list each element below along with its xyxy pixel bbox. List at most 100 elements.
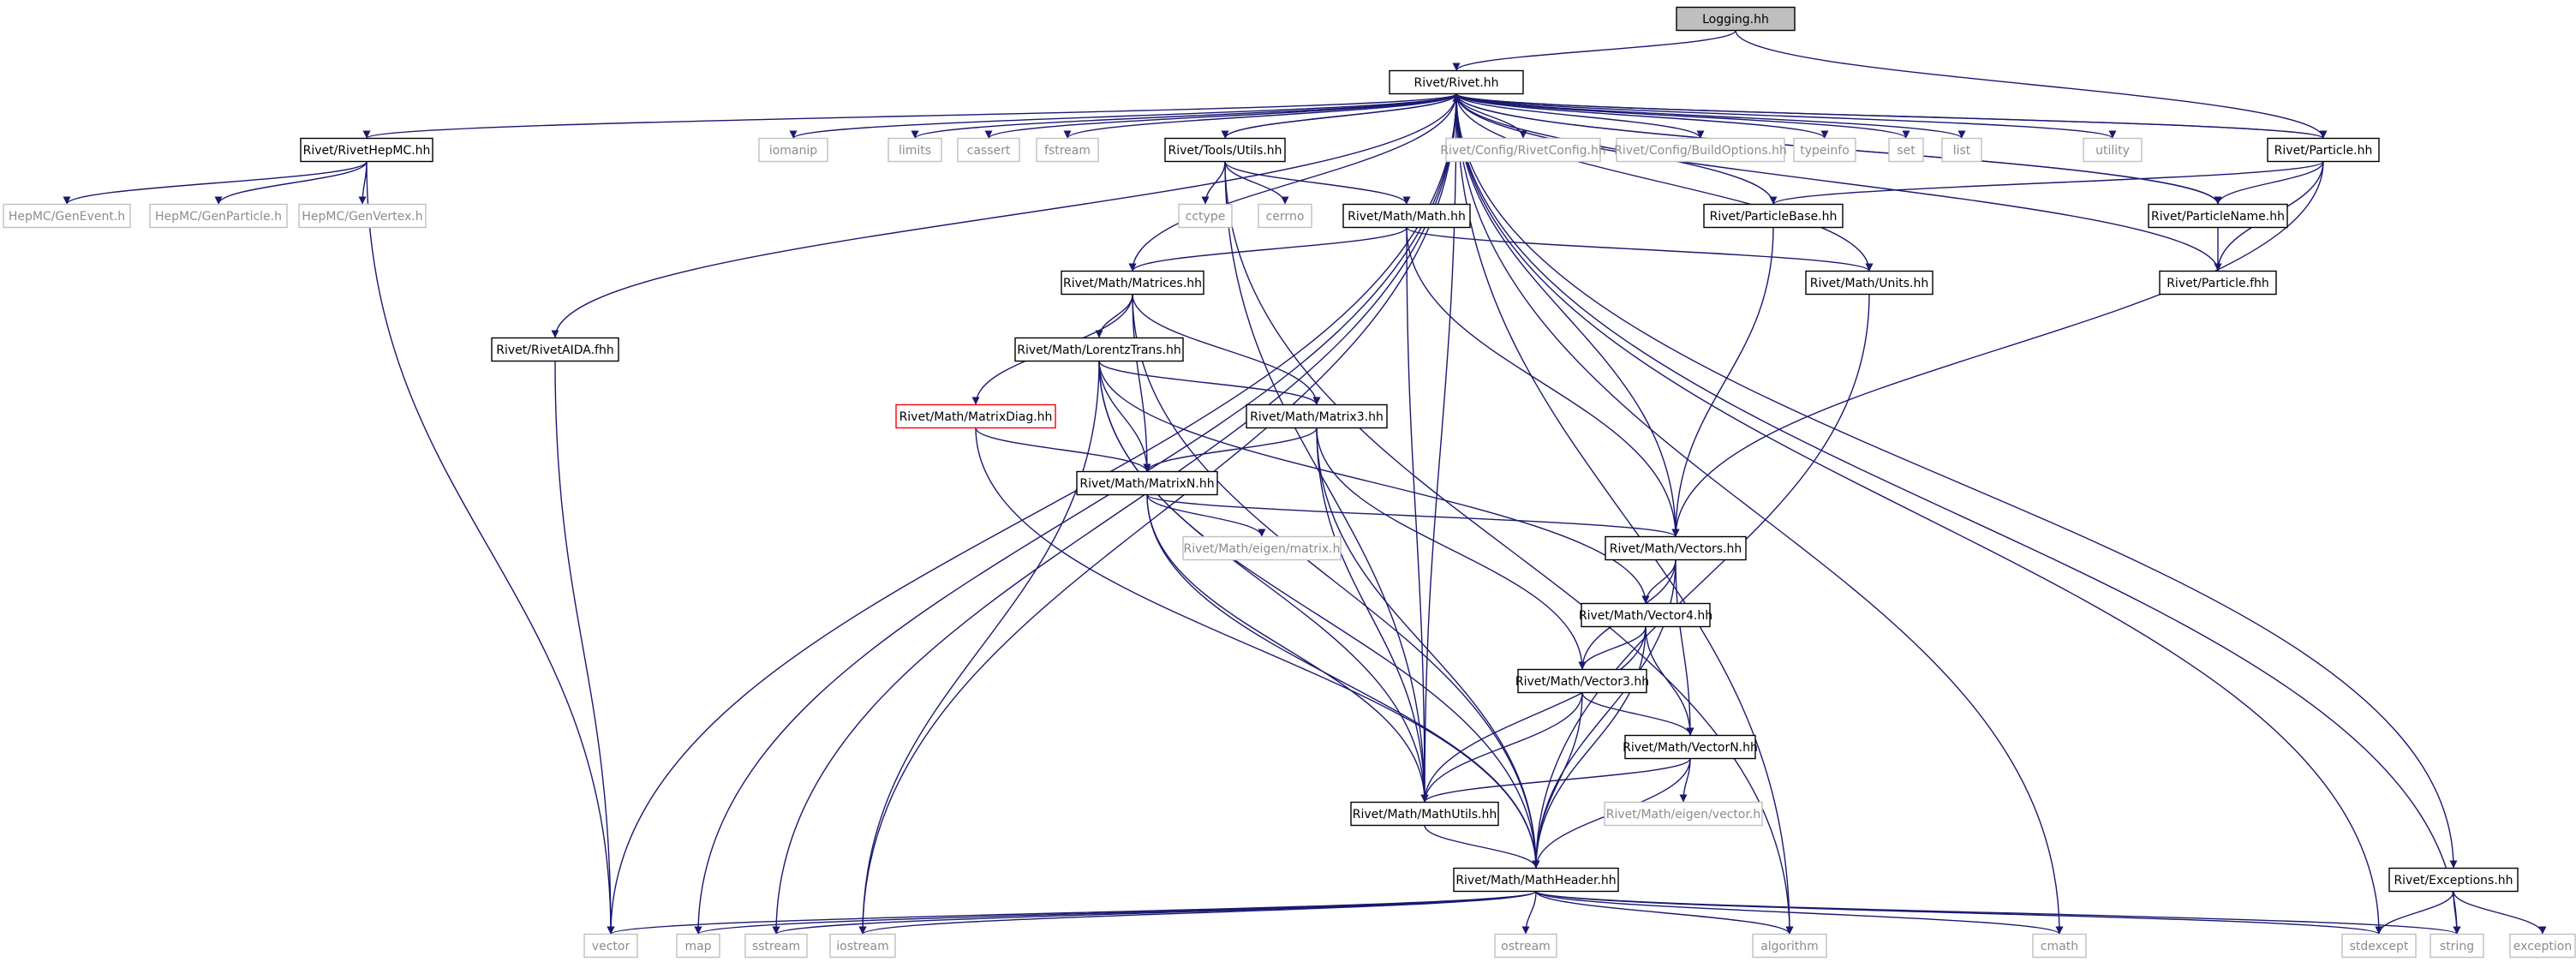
node-box xyxy=(1178,203,1233,229)
node-label: sstream xyxy=(752,940,800,953)
node-box xyxy=(2083,137,2143,163)
edge-exceptions-to-stdexcept xyxy=(2375,891,2454,935)
node-box xyxy=(1453,867,1619,893)
node-cassert: cassert xyxy=(957,137,1020,163)
node-box xyxy=(888,137,942,163)
node-vectors[interactable]: Rivet/Math/Vectors.hh xyxy=(1605,535,1747,561)
node-lorentz[interactable]: Rivet/Math/LorentzTrans.hh xyxy=(1014,337,1184,362)
node-label: Rivet/Math/Units.hh xyxy=(1810,277,1928,290)
edge-rivet-to-units xyxy=(1455,93,1874,272)
edge-particlefhh-to-rivet xyxy=(1452,93,2219,272)
node-particle[interactable]: Rivet/Particle.hh xyxy=(2267,137,2380,163)
node-label: Rivet/Math/MatrixN.hh xyxy=(1079,477,1214,491)
edge-matrix3-to-vector3 xyxy=(1316,427,1587,670)
edge-particle-to-particlebase xyxy=(1769,160,2324,206)
node-exceptions[interactable]: Rivet/Exceptions.hh xyxy=(2388,867,2519,893)
node-label: Rivet/Math/Vectors.hh xyxy=(1610,542,1742,556)
edge-matrixn-to-mathutils xyxy=(1146,494,1429,803)
node-particlename[interactable]: Rivet/ParticleName.hh xyxy=(2148,203,2288,229)
edge-lorentz-to-vector4 xyxy=(1098,361,1650,604)
node-label: Logging.hh xyxy=(1702,13,1769,27)
node-box xyxy=(744,933,808,959)
node-matrixdiag[interactable]: Rivet/Math/MatrixDiag.hh xyxy=(895,403,1056,429)
edge-exceptions-to-exception xyxy=(2453,891,2547,935)
node-matrixn[interactable]: Rivet/Math/MatrixN.hh xyxy=(1076,470,1218,496)
node-rivethepmc[interactable]: Rivet/RivetHepMC.hh xyxy=(300,137,433,163)
edge-matrices-to-matrix3 xyxy=(1132,294,1321,405)
node-label: Rivet/Math/LorentzTrans.hh xyxy=(1017,344,1181,357)
edge-rivet-to-cmath xyxy=(1455,93,2064,935)
edge-lorentz-to-matrix3 xyxy=(1098,361,1321,405)
node-genevent: HepMC/GenEvent.h xyxy=(3,203,131,229)
node-box xyxy=(2341,933,2417,959)
edge-mathheader-to-cmath xyxy=(1535,890,2064,935)
node-logging[interactable]: Logging.hh xyxy=(1676,6,1796,32)
edge-particlebase-to-rivet xyxy=(1452,93,1774,205)
edge-vector4-to-mathheader xyxy=(1532,626,1647,869)
node-box xyxy=(2267,137,2380,163)
node-box xyxy=(1703,203,1844,229)
node-utility: utility xyxy=(2083,137,2143,163)
node-particlefhh[interactable]: Rivet/Particle.fhh xyxy=(2159,270,2277,296)
node-mathutils[interactable]: Rivet/Math/MathUtils.hh xyxy=(1350,801,1499,827)
edge-vector3-to-vectorn xyxy=(1581,692,1694,736)
node-label: HepMC/GenVertex.h xyxy=(302,210,422,224)
node-box xyxy=(2032,933,2087,959)
node-box xyxy=(2159,270,2277,296)
node-mathhh[interactable]: Rivet/Math/Math.hh xyxy=(1342,203,1471,229)
node-particlebase[interactable]: Rivet/ParticleBase.hh xyxy=(1703,203,1844,229)
node-algorithm: algorithm xyxy=(1752,933,1827,959)
node-box xyxy=(1014,337,1184,362)
node-label: cmath xyxy=(2041,940,2078,953)
node-string: string xyxy=(2430,933,2484,959)
node-box xyxy=(1246,403,1388,429)
edge-rivet-to-utility xyxy=(1455,93,2117,140)
edge-particlebase-to-vectors xyxy=(1671,227,1774,537)
edge-rivet-to-vectors xyxy=(1455,93,1680,537)
edge-vector4-to-vectorn xyxy=(1645,626,1694,736)
edge-rivet-to-stdexcept xyxy=(1455,93,2383,935)
node-box xyxy=(149,203,288,229)
edge-rivethepmc-to-genparticle xyxy=(214,161,368,205)
edge-matrixn-to-vectors xyxy=(1146,493,1680,538)
node-label: vector xyxy=(592,940,631,953)
node-box xyxy=(1494,933,1557,959)
node-matrix3[interactable]: Rivet/Math/Matrix3.hh xyxy=(1246,403,1388,429)
edge-matrixdiag-to-matrixn xyxy=(975,427,1151,472)
node-vector3[interactable]: Rivet/Math/Vector3.hh xyxy=(1515,668,1649,694)
edge-lorentz-to-mathheader xyxy=(1098,361,1540,869)
node-box xyxy=(1793,137,1856,163)
node-matrices[interactable]: Rivet/Math/Matrices.hh xyxy=(1061,270,1204,296)
node-utils[interactable]: Rivet/Tools/Utils.hh xyxy=(1164,137,1286,163)
node-rivet[interactable]: Rivet/Rivet.hh xyxy=(1389,69,1524,95)
edge-particle-to-particlename xyxy=(2214,161,2324,205)
node-label: Rivet/Config/RivetConfig.hh xyxy=(1440,144,1605,158)
node-mathheader[interactable]: Rivet/Math/MathHeader.hh xyxy=(1453,867,1619,893)
node-label: list xyxy=(1953,144,1971,158)
dependency-edges xyxy=(63,29,2547,935)
node-box xyxy=(1389,69,1524,95)
node-box xyxy=(583,933,638,959)
node-label: cassert xyxy=(967,144,1011,158)
edge-mathheader-to-iostream xyxy=(858,890,1537,935)
node-vectorn[interactable]: Rivet/Math/VectorN.hh xyxy=(1623,734,1758,760)
edge-utils-to-mathutils xyxy=(1224,161,1429,803)
edge-rivet-to-iomanip xyxy=(789,93,1457,140)
edge-logging-to-rivet xyxy=(1452,29,1736,72)
node-iomanip: iomanip xyxy=(758,137,828,163)
node-box xyxy=(2430,933,2484,959)
node-fstream: fstream xyxy=(1036,137,1099,163)
node-eigenvector: Rivet/Math/eigen/vector.h xyxy=(1604,801,1763,827)
node-box xyxy=(1036,137,1099,163)
node-label: Rivet/ParticleName.hh xyxy=(2151,210,2285,224)
edge-rivethepmc-to-vector xyxy=(366,161,615,935)
node-ostream: ostream xyxy=(1494,933,1557,959)
edge-rivetaida-to-vector xyxy=(554,361,615,935)
node-rivetaida[interactable]: Rivet/RivetAIDA.fhh xyxy=(491,337,619,362)
node-exception: exception xyxy=(2509,933,2576,959)
edge-rivet-to-map xyxy=(694,93,1457,935)
node-units[interactable]: Rivet/Math/Units.hh xyxy=(1805,270,1933,296)
node-cmath: cmath xyxy=(2032,933,2087,959)
node-vector4[interactable]: Rivet/Math/Vector4.hh xyxy=(1579,602,1712,628)
edge-matrices-to-mathheader xyxy=(1132,294,1540,869)
